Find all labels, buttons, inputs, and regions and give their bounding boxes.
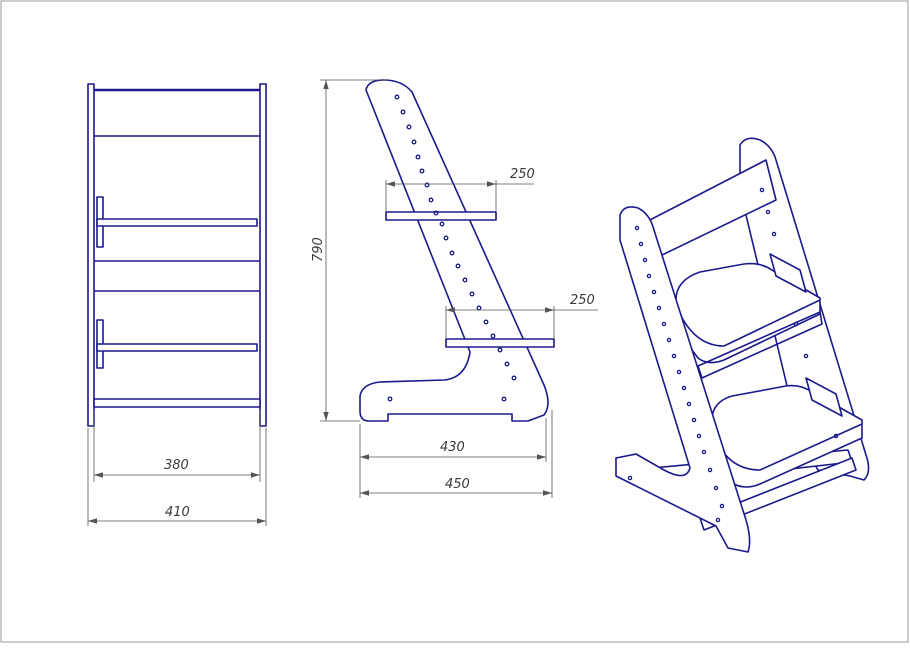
iso-adjustment-holes xyxy=(627,187,839,523)
lower-seat-side xyxy=(445,338,555,348)
base-rail xyxy=(93,398,261,408)
dim-label-410: 410 xyxy=(165,505,190,520)
dim-label-450: 450 xyxy=(445,477,470,492)
lower-bracket xyxy=(805,377,843,417)
dim-label-lower-250: 250 xyxy=(570,293,595,308)
upper-seat-edge xyxy=(679,299,821,347)
front-view: 380 410 xyxy=(87,83,267,526)
dim-label-790: 790 xyxy=(311,237,326,262)
isometric-view xyxy=(615,137,870,553)
lower-seat-board xyxy=(711,384,863,488)
upper-seat-side xyxy=(385,211,497,221)
upper-seat-front xyxy=(96,218,258,227)
left-side-panel xyxy=(87,83,95,427)
side-panel xyxy=(359,79,549,422)
dim-label-upper-250: 250 xyxy=(510,167,535,182)
side-view: 790 250 250 430 450 xyxy=(311,79,598,498)
lower-seat-front xyxy=(96,343,258,352)
near-side-panel xyxy=(615,206,751,553)
dim-label-380: 380 xyxy=(164,458,189,473)
upper-bracket xyxy=(769,253,807,293)
right-side-panel xyxy=(259,83,267,427)
mid-rail xyxy=(697,311,823,379)
dim-label-430: 430 xyxy=(440,440,465,455)
